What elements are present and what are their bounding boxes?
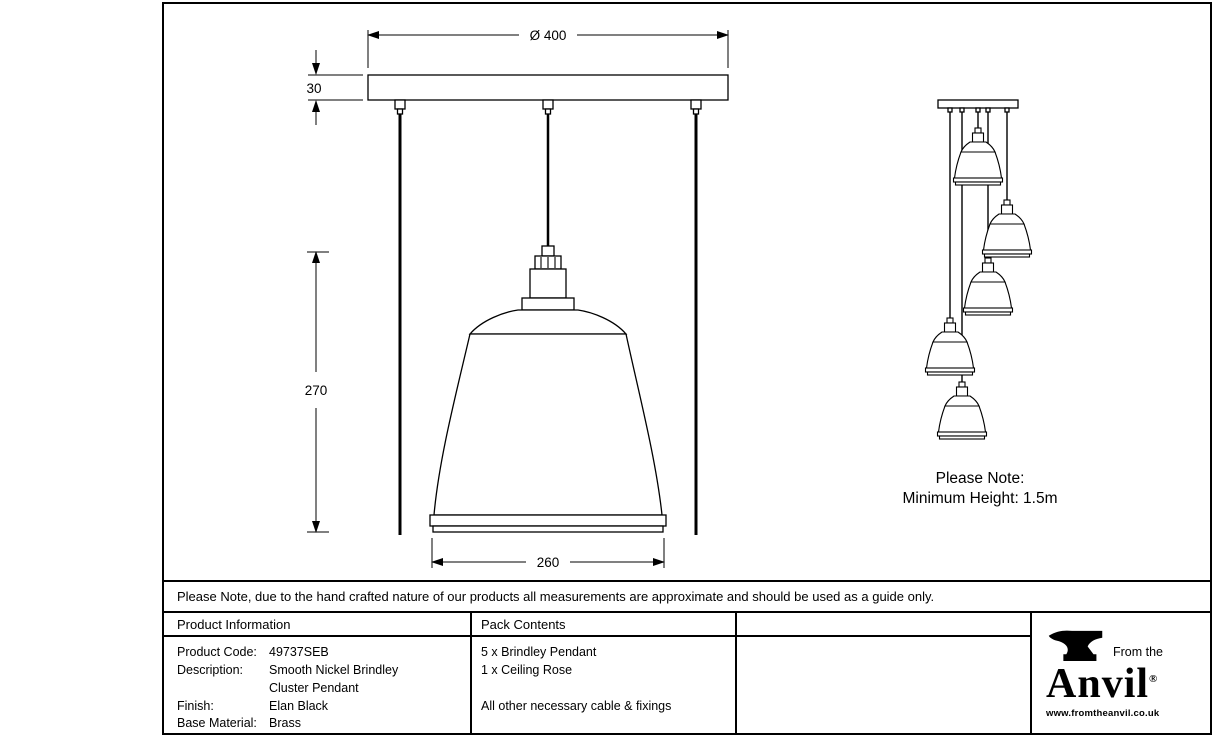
row-value: Smooth Nickel Brindley: [269, 663, 399, 678]
technical-drawing: Ø 400 30 270: [164, 4, 1210, 580]
product-info-column: Product Information Product Code: 49737SE…: [164, 613, 470, 733]
pendant-drawing-svg: Ø 400 30 270: [305, 28, 1058, 570]
table-row: Description: Smooth Nickel Brindley: [177, 662, 470, 680]
row-label: Description:: [177, 663, 243, 678]
pendant-cables: [398, 114, 698, 535]
dim-canopy-height-label: 30: [306, 81, 321, 96]
ceiling-plate: [367, 74, 729, 115]
dimension-pendant-height: 270: [305, 251, 329, 533]
empty-header: [737, 613, 1030, 638]
footnote-text: Please Note, due to the hand crafted nat…: [177, 589, 935, 604]
pack-line: [481, 680, 735, 698]
dimension-shade-diameter: 260: [431, 538, 665, 570]
dim-shade-diameter-label: 260: [537, 555, 560, 570]
logo-cell: From the Anvil® www.fromtheanvil.co.uk: [1030, 613, 1210, 733]
pack-contents-body: 5 x Brindley Pendant 1 x Ceiling Rose Al…: [472, 637, 735, 732]
row-value: 49737SEB: [269, 645, 329, 660]
table-row: Cluster Pendant: [177, 680, 470, 698]
table-row: Product Code: 49737SEB: [177, 644, 470, 662]
brindley-shade: [429, 245, 667, 533]
row-label: Finish:: [177, 698, 214, 713]
product-info-body: Product Code: 49737SEB Description: Smooth…: [164, 637, 470, 733]
dimension-canopy-height: 30: [306, 50, 363, 125]
pack-line: [481, 715, 735, 733]
registered-mark: ®: [1149, 672, 1159, 685]
row-value: Elan Black: [269, 698, 329, 713]
row-value: Cluster Pendant: [269, 680, 359, 695]
anvil-icon: [1048, 630, 1103, 661]
pack-contents-column: Pack Contents 5 x Brindley Pendant 1 x C…: [470, 613, 735, 733]
cluster-illustration: [924, 99, 1033, 440]
note-body: Minimum Height: 1.5m: [902, 490, 1057, 507]
table-row: Finish: Elan Black: [177, 698, 470, 716]
dimension-canopy-diameter: Ø 400: [367, 28, 729, 68]
logo-top-row: From the: [1046, 628, 1196, 663]
drawing-sheet: Ø 400 30 270: [162, 2, 1212, 735]
footnote-bar: Please Note, due to the hand crafted nat…: [164, 579, 1210, 612]
pack-line: 1 x Ceiling Rose: [481, 663, 573, 678]
logo-website: www.fromtheanvil.co.uk: [1046, 707, 1160, 719]
dim-canopy-diameter-label: Ø 400: [530, 28, 567, 43]
table-row: Base Material: Brass: [177, 715, 470, 733]
logo-brand: Anvil®: [1046, 663, 1196, 705]
logo-tagline: From the: [1113, 644, 1164, 659]
pack-line: 5 x Brindley Pendant: [481, 645, 597, 660]
note-title: Please Note:: [936, 470, 1025, 487]
row-value: Brass: [269, 716, 301, 731]
row-label: Product Code:: [177, 645, 257, 660]
info-table: Product Information Product Code: 49737SE…: [164, 611, 1210, 733]
pack-contents-header: Pack Contents: [472, 613, 735, 638]
minimum-height-note: Please Note: Minimum Height: 1.5m: [902, 470, 1057, 507]
dim-pendant-height-label: 270: [305, 383, 328, 398]
anvil-logo: From the Anvil® www.fromtheanvil.co.uk: [1046, 628, 1196, 719]
empty-column: [735, 613, 1030, 733]
row-label: Base Material:: [177, 716, 257, 731]
product-info-header: Product Information: [164, 613, 470, 638]
logo-brand-text: Anvil: [1046, 660, 1150, 707]
pack-line: All other necessary cable & fixings: [481, 698, 672, 713]
